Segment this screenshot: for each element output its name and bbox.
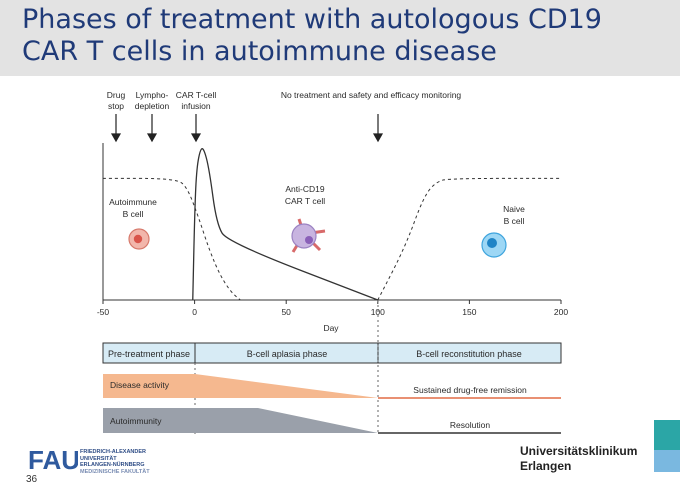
car-t-cell-nucleus [305,236,313,244]
page-number: 36 [26,474,38,485]
plot-axes [102,143,561,301]
x-tick-label: 0 [192,307,197,317]
phase-b-cell-aplasia: B-cell aplasia phase [247,349,328,359]
x-tick-label: 200 [554,307,568,317]
disease-activity-area [103,374,378,398]
autoimmune-b-cell-label-1: Autoimmune [109,197,157,207]
phase-bar-background [102,342,562,364]
autoimmunity-label: Autoimmunity [110,416,162,426]
autoimmunity-row: Autoimmunity Resolution [103,408,561,434]
curves [103,148,561,301]
series-line-3 [377,177,561,301]
series-line-1 [103,177,241,301]
uniklinikum-mark-teal [654,420,680,450]
event-car-t-infusion-line1: CAR T-cell [176,90,217,100]
autoimmune-b-cell-nucleus [133,234,143,244]
uniklinikum-logo-mark [654,420,680,472]
uniklinikum-line-2: Erlangen [520,459,572,473]
uniklinikum-line-1: Universitätsklinikum [520,444,638,458]
fau-logo-text: FAU [28,445,78,473]
arrowhead-drug-stop [110,133,122,143]
car-t-cell-label-1: Anti-CD19 [285,184,324,194]
event-monitoring-label: No treatment and safety and efficacy mon… [281,90,462,100]
naive-b-cell: Naive B cell [481,204,525,258]
event-drug-stop-line2: stop [108,101,124,111]
fau-logo: FAU [28,445,78,473]
autoimmune-b-cell-label-2: B cell [123,209,144,219]
car-t-cell-icon [291,223,317,249]
event-arrows [110,114,384,143]
arrowhead-monitoring [372,133,384,143]
x-tick-label: 50 [281,307,291,317]
timeline-events: Drug stop Lympho- depletion CAR T-cell i… [107,90,462,111]
x-ticks: -50050100150200 [97,300,568,317]
disease-activity-label: Disease activity [110,380,170,390]
fau-line-1: FRIEDRICH-ALEXANDER [80,449,146,455]
uniklinikum-name: Universitätsklinikum Erlangen [520,444,637,474]
event-drug-stop-line1: Drug [107,90,126,100]
arrowhead-lymphodepletion [146,133,158,143]
slide-title-line-2: CAR T cells in autoimmune disease [22,36,497,67]
series-line-2 [192,148,379,301]
phase-bar: Pre-treatment phase B-cell aplasia phase… [102,342,562,364]
fau-line-4: MEDIZINISCHE FAKULTÄT [80,468,150,475]
car-t-cell: Anti-CD19 CAR T cell [285,184,325,253]
fau-line-3: ERLANGEN-NÜRNBERG [80,462,145,468]
naive-b-cell-label-1: Naive [503,204,525,214]
x-tick-label: -50 [97,307,110,317]
phase-pre-treatment: Pre-treatment phase [108,349,190,359]
slide-title-line-1: Phases of treatment with autologous CD19 [22,4,602,35]
uniklinikum-mark-blue [654,450,680,472]
arrowhead-infusion [190,133,202,143]
fau-institution-text: FRIEDRICH-ALEXANDER UNIVERSITÄT ERLANGEN… [80,449,150,475]
event-lymphodepletion-line2: depletion [135,101,170,111]
x-tick-label: 150 [462,307,476,317]
event-car-t-infusion-line2: infusion [181,101,211,111]
naive-b-cell-nucleus [487,238,497,248]
car-t-cell-label-2: CAR T cell [285,196,325,206]
autoimmunity-outcome: Resolution [450,420,490,430]
event-lymphodepletion-line1: Lympho- [136,90,169,100]
disease-activity-row: Disease activity Sustained drug-free rem… [103,374,561,399]
autoimmune-b-cell: Autoimmune B cell [109,197,157,250]
x-axis-label: Day [323,323,339,333]
disease-activity-outcome: Sustained drug-free remission [413,385,527,395]
phase-b-cell-reconstitution: B-cell reconstitution phase [416,349,522,359]
naive-b-cell-label-2: B cell [504,216,525,226]
autoimmunity-area [103,408,378,433]
title-bar: Phases of treatment with autologous CD19… [0,0,680,76]
fau-line-2: UNIVERSITÄT [80,455,117,462]
